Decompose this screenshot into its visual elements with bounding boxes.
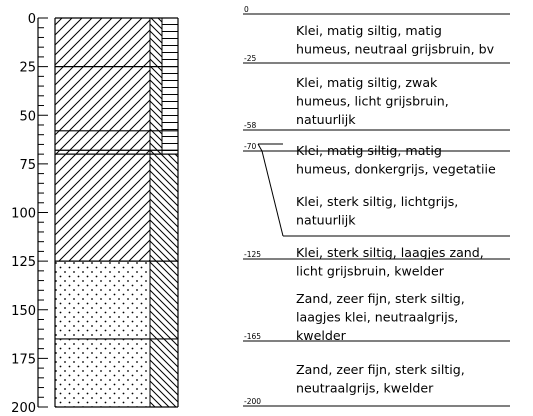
depth-tick-label: 175 — [11, 352, 36, 367]
layer-clay-fill — [55, 154, 150, 262]
layer-silt-hatch — [150, 150, 162, 155]
layer-description-line: Klei, matig siltig, zwak — [296, 75, 438, 90]
thin-layer-connector — [257, 143, 263, 152]
layer-description-line: natuurlijk — [296, 112, 356, 127]
depth-marker-label: -70 — [244, 142, 256, 151]
layer-sand-fill — [55, 261, 150, 339]
depth-marker-label: -58 — [244, 121, 256, 130]
layer-humus-hatch — [162, 150, 178, 155]
layer-silt-hatch — [150, 130, 162, 151]
depth-marker-label: -165 — [244, 332, 261, 341]
layer-description-line: laagjes klei, neutraalgrijs, — [296, 310, 458, 325]
layer-clay-fill — [55, 66, 150, 131]
layer-description-line: humeus, donkergrijs, vegetatiie — [296, 162, 496, 177]
layer-humus-hatch — [162, 130, 178, 151]
layer-clay-fill — [55, 130, 150, 151]
depth-axis: 0 25 50 75 100 125 150 175 200 — [11, 12, 48, 416]
lithology-column — [54, 17, 179, 408]
depth-tick-label: 200 — [11, 401, 36, 416]
layer-silt-hatch — [150, 338, 178, 407]
layer-humus-hatch — [162, 66, 178, 131]
depth-tick-label: 150 — [11, 304, 36, 319]
layer-description-line: Klei, sterk siltig, lichtgrijs, — [296, 194, 458, 209]
layer-description-line: kwelder — [296, 328, 347, 343]
depth-tick-label: 100 — [11, 207, 36, 222]
layer-description-line: natuurlijk — [296, 213, 356, 228]
layer-sand-fill — [55, 338, 150, 407]
layer-clay-fill — [55, 18, 150, 67]
layer-description-line: Zand, zeer fijn, sterk siltig, — [296, 362, 465, 377]
thin-layer-connector — [261, 150, 284, 237]
depth-marker-label: -200 — [244, 397, 261, 406]
layer-descriptions: 0 -25 -58 -70 -125 -165 -200 Klei, matig siltig… — [243, 5, 510, 407]
layer-description-line: neutraalgrijs, kwelder — [296, 381, 434, 396]
depth-marker-label: 0 — [244, 5, 249, 14]
depth-tick-label: 0 — [28, 12, 36, 27]
depth-marker-label: -125 — [244, 250, 261, 259]
layer-description-line: Klei, matig siltig, matig — [296, 143, 442, 158]
depth-marker-label: -25 — [244, 54, 256, 63]
depth-tick-label: 50 — [19, 109, 36, 124]
layer-description-line: humeus, licht grijsbruin, — [296, 94, 449, 109]
layer-silt-hatch — [150, 261, 178, 339]
layer-description-line: Zand, zeer fijn, sterk siltig, — [296, 291, 465, 306]
layer-humus-hatch — [162, 18, 178, 67]
layer-description-line: Klei, sterk siltig, laagjes zand, — [296, 245, 484, 260]
layer-silt-hatch — [150, 66, 162, 131]
depth-tick-label: 25 — [19, 61, 36, 76]
layer-description-line: humeus, neutraal grijsbruin, bv — [296, 42, 495, 57]
layer-clay-fill — [55, 150, 150, 155]
layer-silt-hatch — [150, 18, 162, 67]
layer-silt-hatch — [150, 154, 178, 262]
layer-description-line: licht grijsbruin, kwelder — [296, 264, 445, 279]
layer-description-line: Klei, matig siltig, matig — [296, 23, 442, 38]
depth-tick-label: 75 — [19, 158, 36, 173]
depth-tick-label: 125 — [11, 255, 36, 270]
